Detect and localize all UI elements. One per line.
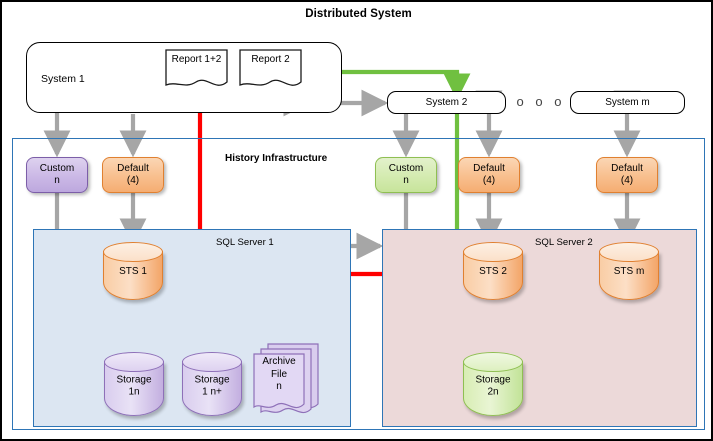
frame-sql1-label: SQL Server 1 xyxy=(216,237,274,248)
storage-1n-line2: 1n xyxy=(128,386,140,398)
cylinder-sts-1[interactable]: STS 1 xyxy=(103,242,163,300)
default-4-left-line1: Default xyxy=(117,163,149,174)
archive-file-n-documents[interactable]: Archive File n xyxy=(252,342,320,418)
storage-1np-top xyxy=(182,352,242,372)
default-4-mid-line1: Default xyxy=(473,163,505,174)
storage-1n-line1: Storage xyxy=(116,374,152,386)
archive-file-n-text: Archive File n xyxy=(254,356,304,394)
custom-n-right-line1: Custom xyxy=(388,163,424,174)
report-1-2-line1: Report xyxy=(171,54,202,65)
frame-history-infrastructure: History Infrastructure xyxy=(12,138,705,430)
system-1-label: System 1 xyxy=(41,73,85,85)
report-1-2-document[interactable]: Report 1+2 xyxy=(165,49,228,91)
default-4-right-line1: Default xyxy=(611,163,643,174)
storage-1n-top xyxy=(104,352,164,372)
custom-n-right-line2: n xyxy=(403,175,409,186)
storage-2n-line2: 2n xyxy=(487,386,499,398)
storage-1np-label: Storage 1 n+ xyxy=(182,374,242,398)
archive-line1: Archive xyxy=(262,356,296,367)
archive-line2: File xyxy=(270,368,288,380)
cylinder-storage-1n[interactable]: Storage 1n xyxy=(104,352,164,416)
report-1-2-text: Report 1+2 xyxy=(165,54,228,67)
sts-1-top xyxy=(103,242,163,262)
custom-n-left-line2: n xyxy=(54,175,60,186)
process-default-4-left[interactable]: Default (4) xyxy=(102,157,164,193)
report-2-line1: Report xyxy=(251,54,282,65)
process-default-4-mid[interactable]: Default (4) xyxy=(458,157,520,193)
frame-sql2-label: SQL Server 2 xyxy=(535,237,593,248)
report-1-2-line2: 1+2 xyxy=(204,54,222,65)
report-2-line2: 2 xyxy=(284,54,290,65)
default-4-left-line2: (4) xyxy=(126,175,140,186)
sts-1-label: STS 1 xyxy=(119,266,147,278)
system-m-box[interactable]: System m xyxy=(570,91,685,114)
sts-2-top xyxy=(463,242,523,262)
report-2-text: Report 2 xyxy=(239,54,302,67)
storage-2n-line1: Storage xyxy=(475,374,511,386)
process-custom-n-left[interactable]: Custom n xyxy=(26,157,88,193)
cylinder-storage-2n[interactable]: Storage 2n xyxy=(463,352,523,416)
system-2-box[interactable]: System 2 xyxy=(387,91,506,114)
cylinder-sts-m[interactable]: STS m xyxy=(599,242,659,300)
sts-m-label: STS m xyxy=(613,266,645,278)
cylinder-sts-2[interactable]: STS 2 xyxy=(463,242,523,300)
default-4-right-line2: (4) xyxy=(620,175,634,186)
storage-1np-line1: Storage xyxy=(194,374,230,386)
frame-history-label: History Infrastructure xyxy=(225,153,328,164)
sts-2-label: STS 2 xyxy=(479,266,507,278)
storage-2n-top xyxy=(463,352,523,372)
report-2-document[interactable]: Report 2 xyxy=(239,49,302,91)
process-default-4-right[interactable]: Default (4) xyxy=(596,157,658,193)
process-custom-n-right[interactable]: Custom n xyxy=(375,157,437,193)
cylinder-storage-1np[interactable]: Storage 1 n+ xyxy=(182,352,242,416)
storage-1np-line2: 1 n+ xyxy=(202,386,222,398)
storage-1n-label: Storage 1n xyxy=(104,374,164,398)
sts-m-top xyxy=(599,242,659,262)
custom-n-left-line1: Custom xyxy=(39,163,75,174)
archive-line3: n xyxy=(276,381,282,392)
storage-2n-label: Storage 2n xyxy=(463,374,523,398)
default-4-mid-line2: (4) xyxy=(482,175,496,186)
